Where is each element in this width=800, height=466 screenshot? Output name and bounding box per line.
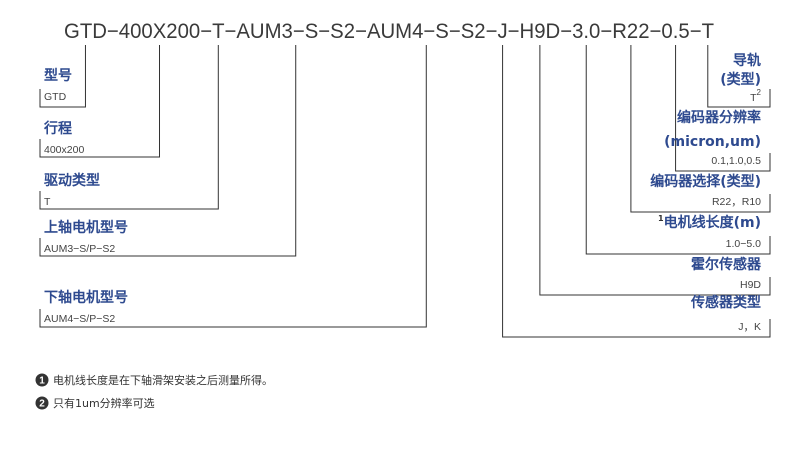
code-segment-d9: − xyxy=(650,20,662,43)
label-sensor: 传感器类型 J，K xyxy=(690,294,761,333)
connector-cable xyxy=(585,45,771,255)
label-size: 行程 400x200 xyxy=(43,120,84,156)
code-segment-d2: − xyxy=(200,20,212,43)
code-segment-d6: − xyxy=(508,20,520,43)
connector-hall xyxy=(539,45,771,296)
label-encres: 编码器分辨率 (micron,um) 0.1,1.0,0.5 xyxy=(664,109,761,167)
connector-size xyxy=(39,45,161,158)
connector-gtd xyxy=(39,45,86,108)
code-segment-encres: 0.5 xyxy=(661,20,689,43)
code-segment-lower: AUM4−S−S2 xyxy=(367,20,486,43)
connector-lines xyxy=(39,45,771,338)
label-title: 行程 xyxy=(43,120,72,137)
code-segment-upper: AUM3−S−S2 xyxy=(236,20,355,43)
connector-sensor xyxy=(502,45,771,338)
left-labels: 型号 GTD 行程 400x200 驱动类型 T 上轴电机型号 AUM3−S/P−S2 下轴电机… xyxy=(43,67,128,325)
label-upper: 上轴电机型号 AUM3−S/P−S2 xyxy=(44,219,128,255)
code-segment-encsel: R22 xyxy=(612,20,649,43)
code-segment-cable: 3.0 xyxy=(572,20,600,43)
label-title: 1电机线长度(m) xyxy=(658,214,761,231)
label-lower: 下轴电机型号 AUM4−S/P−S2 xyxy=(44,289,128,325)
footnote-text: 只有1um分辨率可选 xyxy=(53,396,155,410)
code-segment-d4: − xyxy=(355,20,367,43)
label-value: GTD xyxy=(44,91,67,103)
label-hall: 霍尔传感器 H9D xyxy=(691,256,762,291)
footnotes: 1 电机线长度是在下轴滑架安装之后测量所得。 2 只有1um分辨率可选 xyxy=(35,373,273,410)
footnote-text: 电机线长度是在下轴滑架安装之后测量所得。 xyxy=(53,373,273,387)
label-value: 400x200 xyxy=(44,144,84,156)
connector-encres xyxy=(675,45,771,172)
right-labels: 导轨 (类型)T2 编码器分辨率 (micron,um) 0.1,1.0,0.5 编码器选… xyxy=(650,52,762,333)
connector-encsel xyxy=(630,45,771,213)
footnote-ref: 1 xyxy=(658,214,664,223)
footnote-badge-icon xyxy=(35,396,49,410)
label-value: AUM4−S/P−S2 xyxy=(44,313,115,325)
label-value: R22，R10 xyxy=(712,196,761,208)
label-title: (类型) xyxy=(720,71,761,88)
label-value: AUM3−S/P−S2 xyxy=(44,243,115,255)
label-title: 编码器分辨率 xyxy=(677,109,761,126)
connector-drive xyxy=(39,45,219,210)
label-title: 上轴电机型号 xyxy=(44,219,128,236)
label-title: (micron,um) xyxy=(664,134,761,150)
code-segment-hall: H9D xyxy=(520,20,561,43)
label-value: T xyxy=(44,196,51,208)
label-encsel: 编码器选择(类型) R22，R10 xyxy=(650,173,761,208)
label-value: 1.0−5.0 xyxy=(726,238,761,250)
connector-lower xyxy=(39,45,427,328)
footnote-ref: 2 xyxy=(757,88,762,97)
label-title: 传感器类型 xyxy=(690,294,761,311)
label-value: T2 xyxy=(750,88,761,104)
label-guide: 导轨 (类型)T2 xyxy=(720,52,761,104)
code-segment-d7: − xyxy=(560,20,572,43)
label-title: 下轴电机型号 xyxy=(44,289,128,306)
footnote-badge-icon xyxy=(35,373,49,387)
label-gtd: 型号 GTD xyxy=(44,67,72,103)
label-value: H9D xyxy=(740,279,761,291)
label-value: J，K xyxy=(738,321,761,333)
code-segment-d5: − xyxy=(486,20,498,43)
label-value: 0.1,1.0,0.5 xyxy=(711,155,761,167)
label-title: 霍尔传感器 xyxy=(691,256,762,273)
connector-guide xyxy=(707,45,771,108)
code-segment-gtd: GTD xyxy=(64,20,107,43)
label-title: 型号 xyxy=(44,67,72,84)
code-segment-d3: − xyxy=(225,20,237,43)
code-segment-d8: − xyxy=(600,20,612,43)
code-segment-guide: T xyxy=(702,20,715,43)
code-segment-drive: T xyxy=(212,20,225,43)
label-title: 编码器选择(类型) xyxy=(650,173,761,190)
footnote-badge-number: 1 xyxy=(39,376,45,387)
footnote-2: 2 只有1um分辨率可选 xyxy=(35,396,155,410)
footnote-badge-number: 2 xyxy=(39,399,45,410)
footnote-1: 1 电机线长度是在下轴滑架安装之后测量所得。 xyxy=(35,373,273,387)
code-segment-size: 400X200 xyxy=(119,20,200,43)
code-segment-d10: − xyxy=(690,20,702,43)
label-cable: 1电机线长度(m) 1.0−5.0 xyxy=(658,214,761,250)
code-segment-sensor: J xyxy=(497,20,507,43)
connector-upper xyxy=(39,45,297,257)
model-code-string: GTD−400X200−T−AUM3−S−S2−AUM4−S−S2−J−H9D−… xyxy=(64,20,714,43)
label-title: 驱动类型 xyxy=(44,172,100,189)
code-segment-d1: − xyxy=(107,20,119,43)
label-drive: 驱动类型 T xyxy=(44,172,100,208)
label-title: 导轨 xyxy=(733,52,761,69)
